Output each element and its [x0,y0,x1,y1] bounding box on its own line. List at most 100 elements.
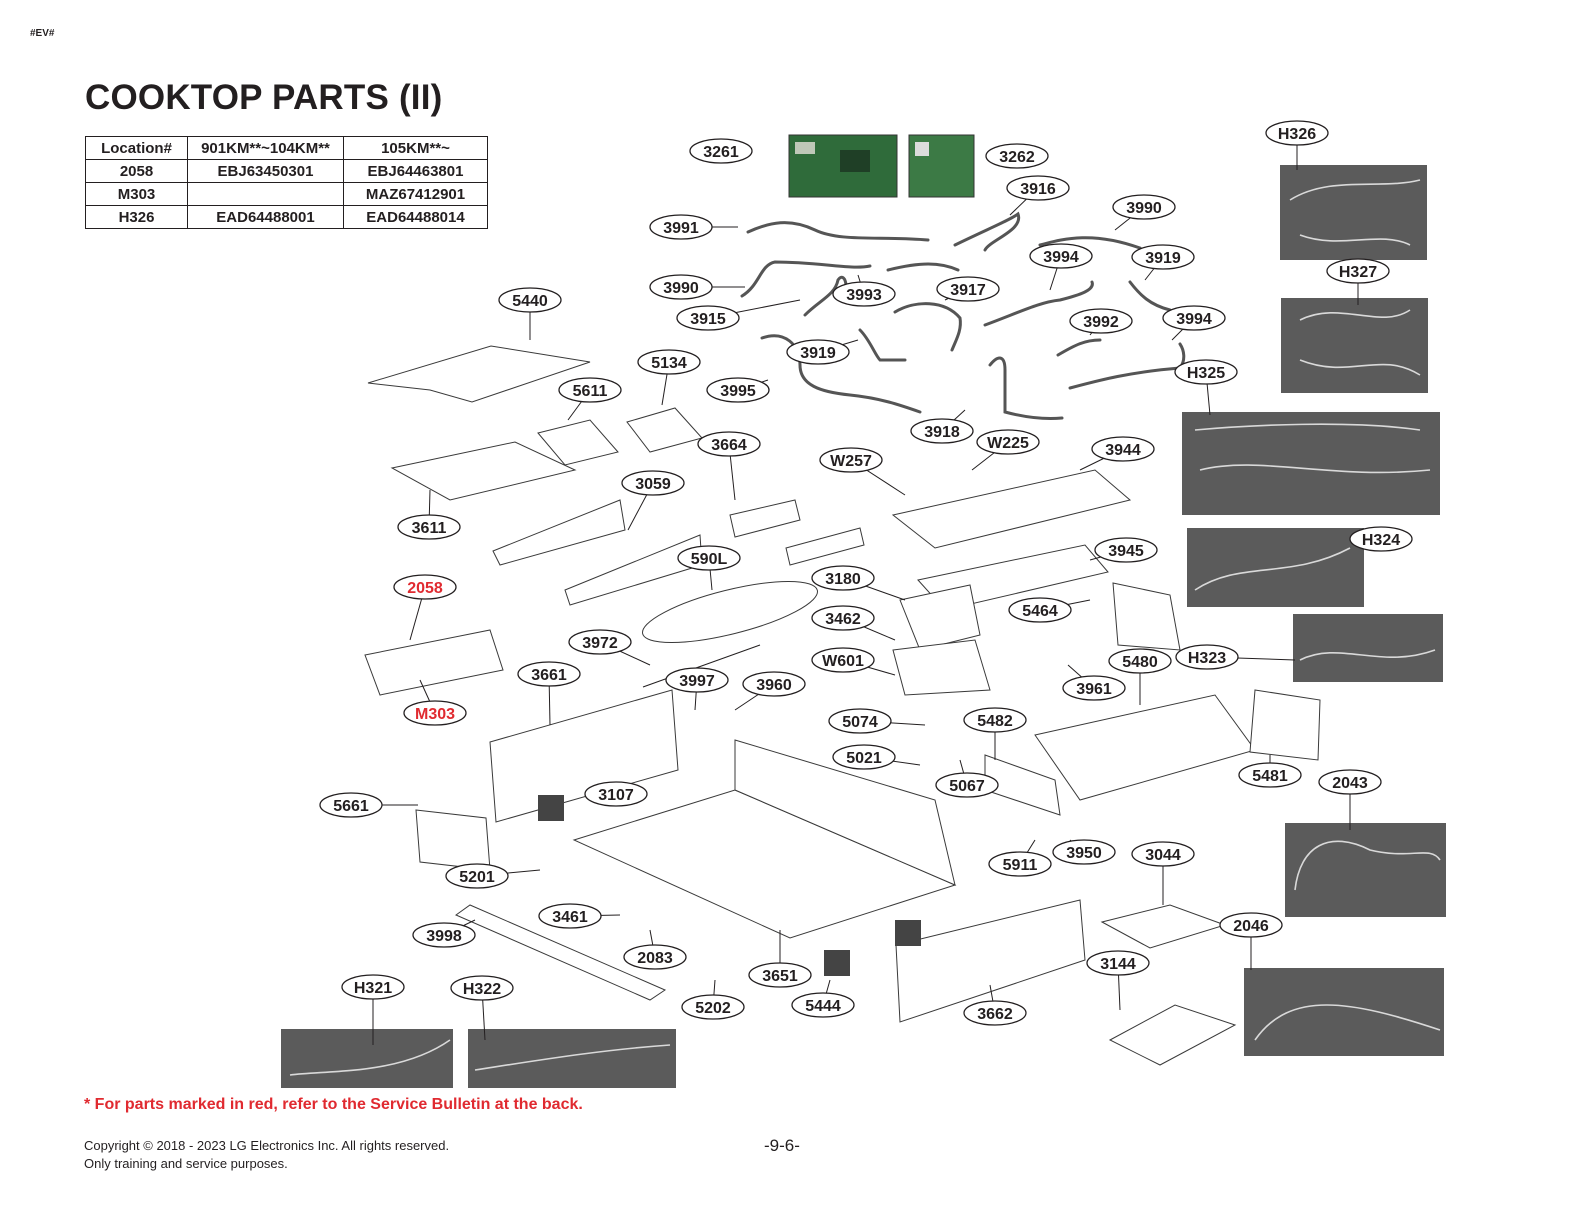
callout-3107: 3107 [584,781,648,807]
callout-3915: 3915 [676,305,740,331]
callout-3994: 3994 [1029,243,1093,269]
callout-label: 5482 [977,713,1013,730]
callout-label: 3144 [1100,956,1136,973]
callout-label: 3994 [1043,249,1079,266]
table-cell: EBJ64463801 [343,159,488,183]
callout-label: 5440 [512,293,548,310]
callout-bubble [1006,175,1070,201]
callout-label: 2058 [407,580,443,597]
callout-bubble [403,700,467,726]
bracket-3059b-image [564,534,703,606]
callout-3997: 3997 [665,667,729,693]
callout-5661: 5661 [319,792,383,818]
callout-label: 3915 [690,311,726,328]
tube-3918-image [988,356,1064,420]
callout-bubble [1175,644,1239,670]
tube-3993-image [886,262,960,272]
panel-3661-image [489,689,679,823]
callout-label: 2083 [637,950,673,967]
callout-2058: 2058 [393,574,457,600]
callout-bubble [988,851,1052,877]
fan-image [538,795,564,821]
callout-3961: 3961 [1062,675,1126,701]
harness-2043-photo [1285,823,1446,917]
tube-3994b-image [1068,342,1186,390]
callout-label: 3990 [663,280,699,297]
rail-3998-image [454,904,667,1001]
callout-label: W257 [830,453,872,470]
callout-bubble [1349,526,1413,552]
callout-3917: 3917 [936,276,1000,302]
callout-3945: 3945 [1094,537,1158,563]
callout-5202: 5202 [681,994,745,1020]
callout-3611: 3611 [397,514,461,540]
harness-h321-photo [281,1029,453,1088]
callout-label: 5464 [1022,603,1058,620]
callout-bubble [665,667,729,693]
cover-3144-image [1108,1004,1237,1066]
pcb-component-image [915,142,929,156]
callout-bubble [676,305,740,331]
callout-bubble [397,514,461,540]
callout-3662: 3662 [963,1000,1027,1026]
callout-bubble [936,276,1000,302]
callout-3144: 3144 [1086,950,1150,976]
pcb-component-image [840,150,870,172]
panel-3662-image [895,899,1086,1023]
callout-h324: H324 [1349,526,1413,552]
callout-label: 5911 [1003,857,1038,874]
callout-label: 3661 [531,667,567,684]
callout-bubble [748,962,812,988]
callout-label: H325 [1187,365,1225,382]
frame-5611-image [537,419,619,466]
callout-h325: H325 [1174,359,1238,385]
tray-3180-image [899,584,981,651]
callout-bubble [1062,675,1126,701]
callout-label: 5661 [333,798,369,815]
callout-3262: 3262 [985,143,1049,169]
harness-h323-photo [1293,614,1443,682]
callout-label: 3044 [1145,847,1181,864]
callout-5481: 5481 [1238,762,1302,788]
callout-label: 5021 [846,750,882,767]
callout-bubble [1318,769,1382,795]
callout-label: 3180 [825,571,861,588]
tube-3916-image [953,211,1021,252]
fan-image [895,920,921,946]
callout-label: 3994 [1176,311,1212,328]
callout-label: M303 [415,706,455,723]
callout-label: 5480 [1122,654,1158,671]
tube-3994-image [983,280,1094,327]
callout-bubble [985,143,1049,169]
callout-label: 5074 [842,714,878,731]
callout-label: 3107 [598,787,634,804]
tube-3991-image [746,221,930,242]
callout-bubble [963,707,1027,733]
wire-image [1254,1004,1441,1041]
callout-bubble [832,744,896,770]
callout-bubble [819,447,883,473]
callout-bubble [786,339,850,365]
board-5661-image [415,809,491,871]
burner-590l-image [642,581,818,643]
callout-3059: 3059 [621,470,685,496]
callout-label: 590L [691,551,728,568]
callout-bubble [1238,762,1302,788]
callout-label: 3945 [1108,543,1144,560]
callout-label: 5134 [651,355,687,372]
harness-h325-photo [1182,412,1440,515]
callout-w601: W601 [811,647,875,673]
callout-bubble [498,287,562,313]
callout-bubble [623,944,687,970]
callout-bubble [742,671,806,697]
callout-5480: 5480 [1108,648,1172,674]
callout-label: 5611 [573,383,608,400]
table-cell: M303 [85,182,188,206]
wire-image [289,1039,451,1076]
callout-label: 3916 [1020,181,1056,198]
tube-3990b-image [740,260,872,298]
table-cell: EBJ63450301 [187,159,344,183]
harness-h326-photo [1280,165,1427,260]
